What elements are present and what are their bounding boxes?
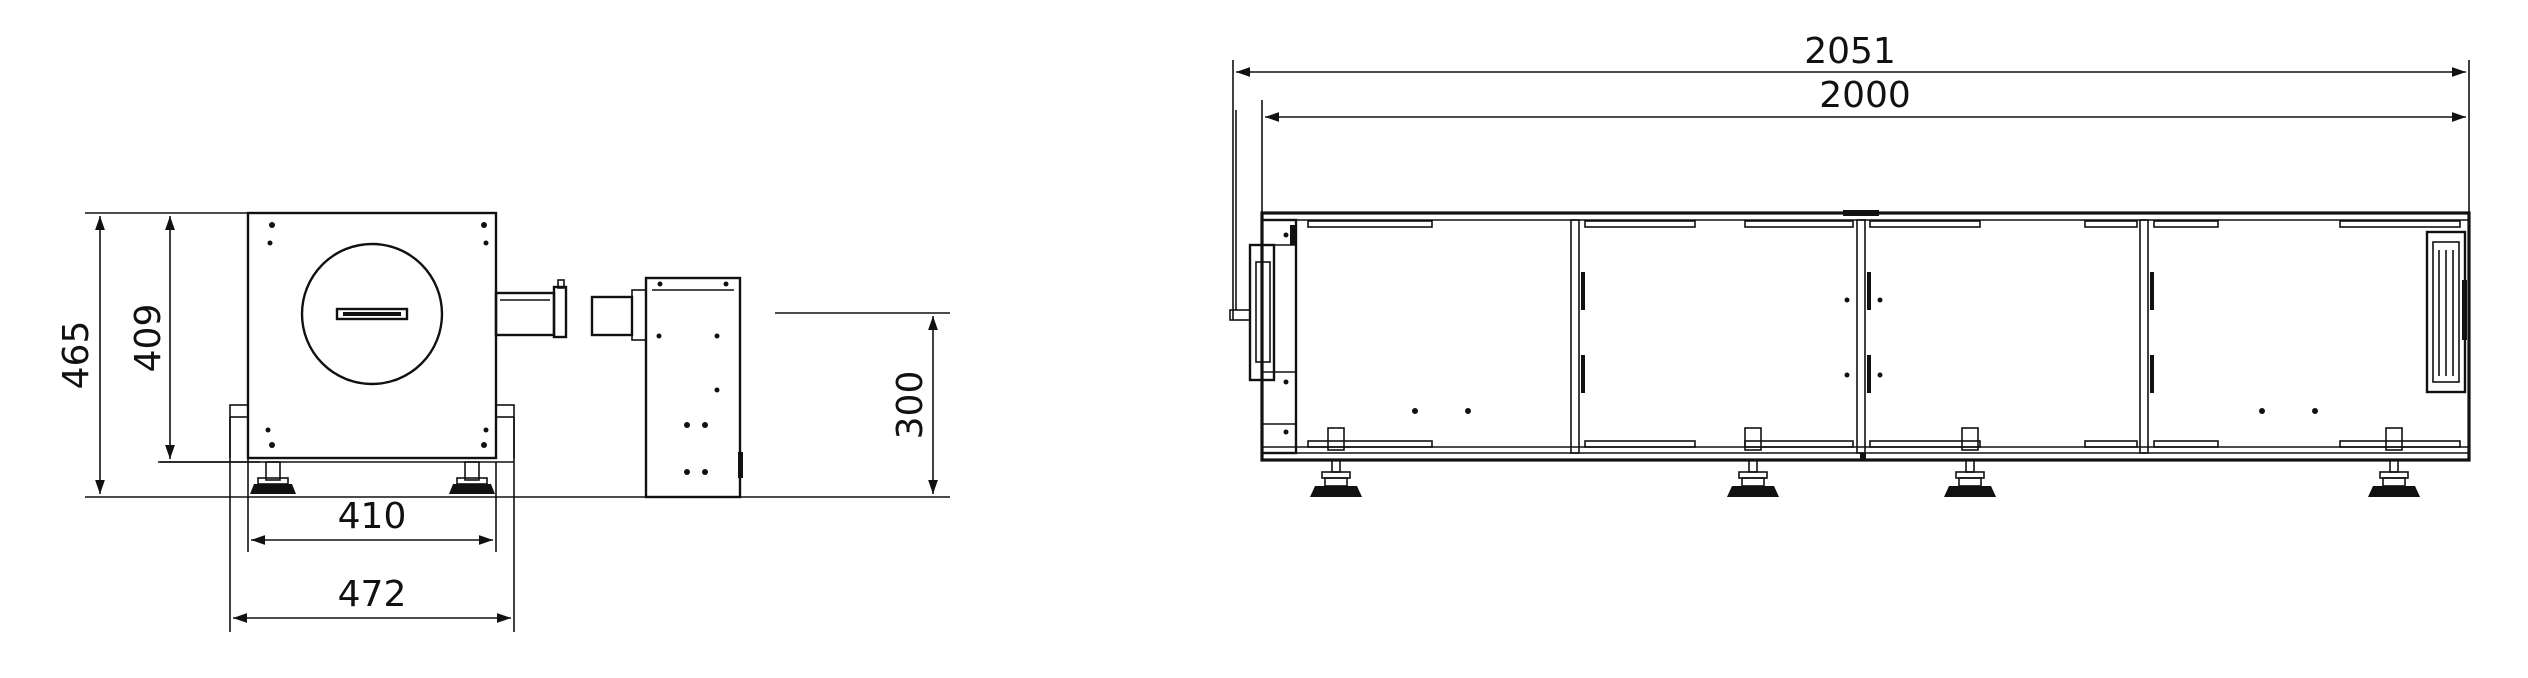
dimension-height-body: 409: [128, 216, 260, 463]
outlet-nozzle: [494, 279, 647, 341]
housing: [160, 211, 498, 460]
leveling-foot-right: [449, 461, 495, 494]
front-foot-1: [1310, 427, 1362, 497]
dimension-length-body: 2000: [1261, 75, 2466, 213]
inspection-cover: [300, 242, 444, 386]
front-foot-3: [1944, 427, 1996, 497]
left-end-panel: [1229, 110, 1298, 455]
front-foot-2: [1727, 427, 1779, 497]
top-rails: [1307, 220, 2461, 228]
dim-label-300: 300: [890, 371, 931, 440]
dimension-length-overall: 2051: [1232, 31, 2470, 320]
dimension-height-total: 465: [56, 212, 160, 494]
section-dividers: [1570, 210, 2149, 461]
dim-label-472: 472: [338, 574, 407, 615]
front-foot-4: [2368, 427, 2420, 497]
front-view: 2051 2000: [1229, 31, 2471, 497]
dimension-width-overall: 472: [229, 417, 515, 632]
dim-label-409: 409: [128, 304, 169, 373]
side-view: 465 409 300 410 472: [56, 211, 950, 632]
right-end-panel: [2425, 110, 2470, 394]
dim-label-465: 465: [56, 321, 97, 390]
dimension-width-frame: 410: [247, 458, 497, 552]
dim-label-410: 410: [338, 496, 407, 537]
bottom-rails: [1307, 440, 2461, 448]
dim-label-2000: 2000: [1819, 75, 1911, 116]
leveling-foot-left: [250, 461, 296, 494]
pump-unit: [644, 276, 743, 499]
dim-label-2051: 2051: [1804, 31, 1896, 72]
dimension-height-pump: 300: [775, 312, 950, 494]
